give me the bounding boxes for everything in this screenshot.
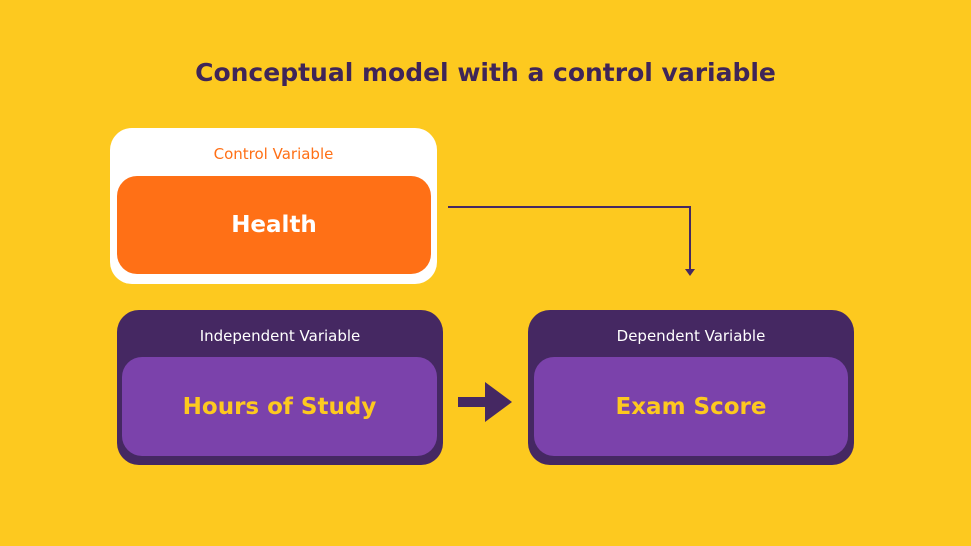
causal-arrow-shaft — [458, 397, 486, 407]
dependent-variable-box: Dependent Variable Exam Score — [528, 310, 854, 465]
diagram-title: Conceptual model with a control variable — [195, 58, 776, 87]
control-connector-line — [448, 206, 691, 270]
independent-variable-label: Independent Variable — [199, 327, 361, 345]
dependent-variable-label: Dependent Variable — [616, 327, 766, 345]
dependent-variable-value: Exam Score — [534, 357, 848, 456]
independent-variable-box: Independent Variable Hours of Study — [117, 310, 443, 465]
control-variable-box: Control Variable Health — [110, 128, 437, 284]
control-variable-value: Health — [117, 176, 431, 274]
control-arrowhead-icon — [685, 269, 695, 276]
control-variable-label: Control Variable — [213, 145, 334, 163]
independent-variable-value: Hours of Study — [122, 357, 437, 456]
causal-arrowhead-icon — [485, 382, 512, 422]
